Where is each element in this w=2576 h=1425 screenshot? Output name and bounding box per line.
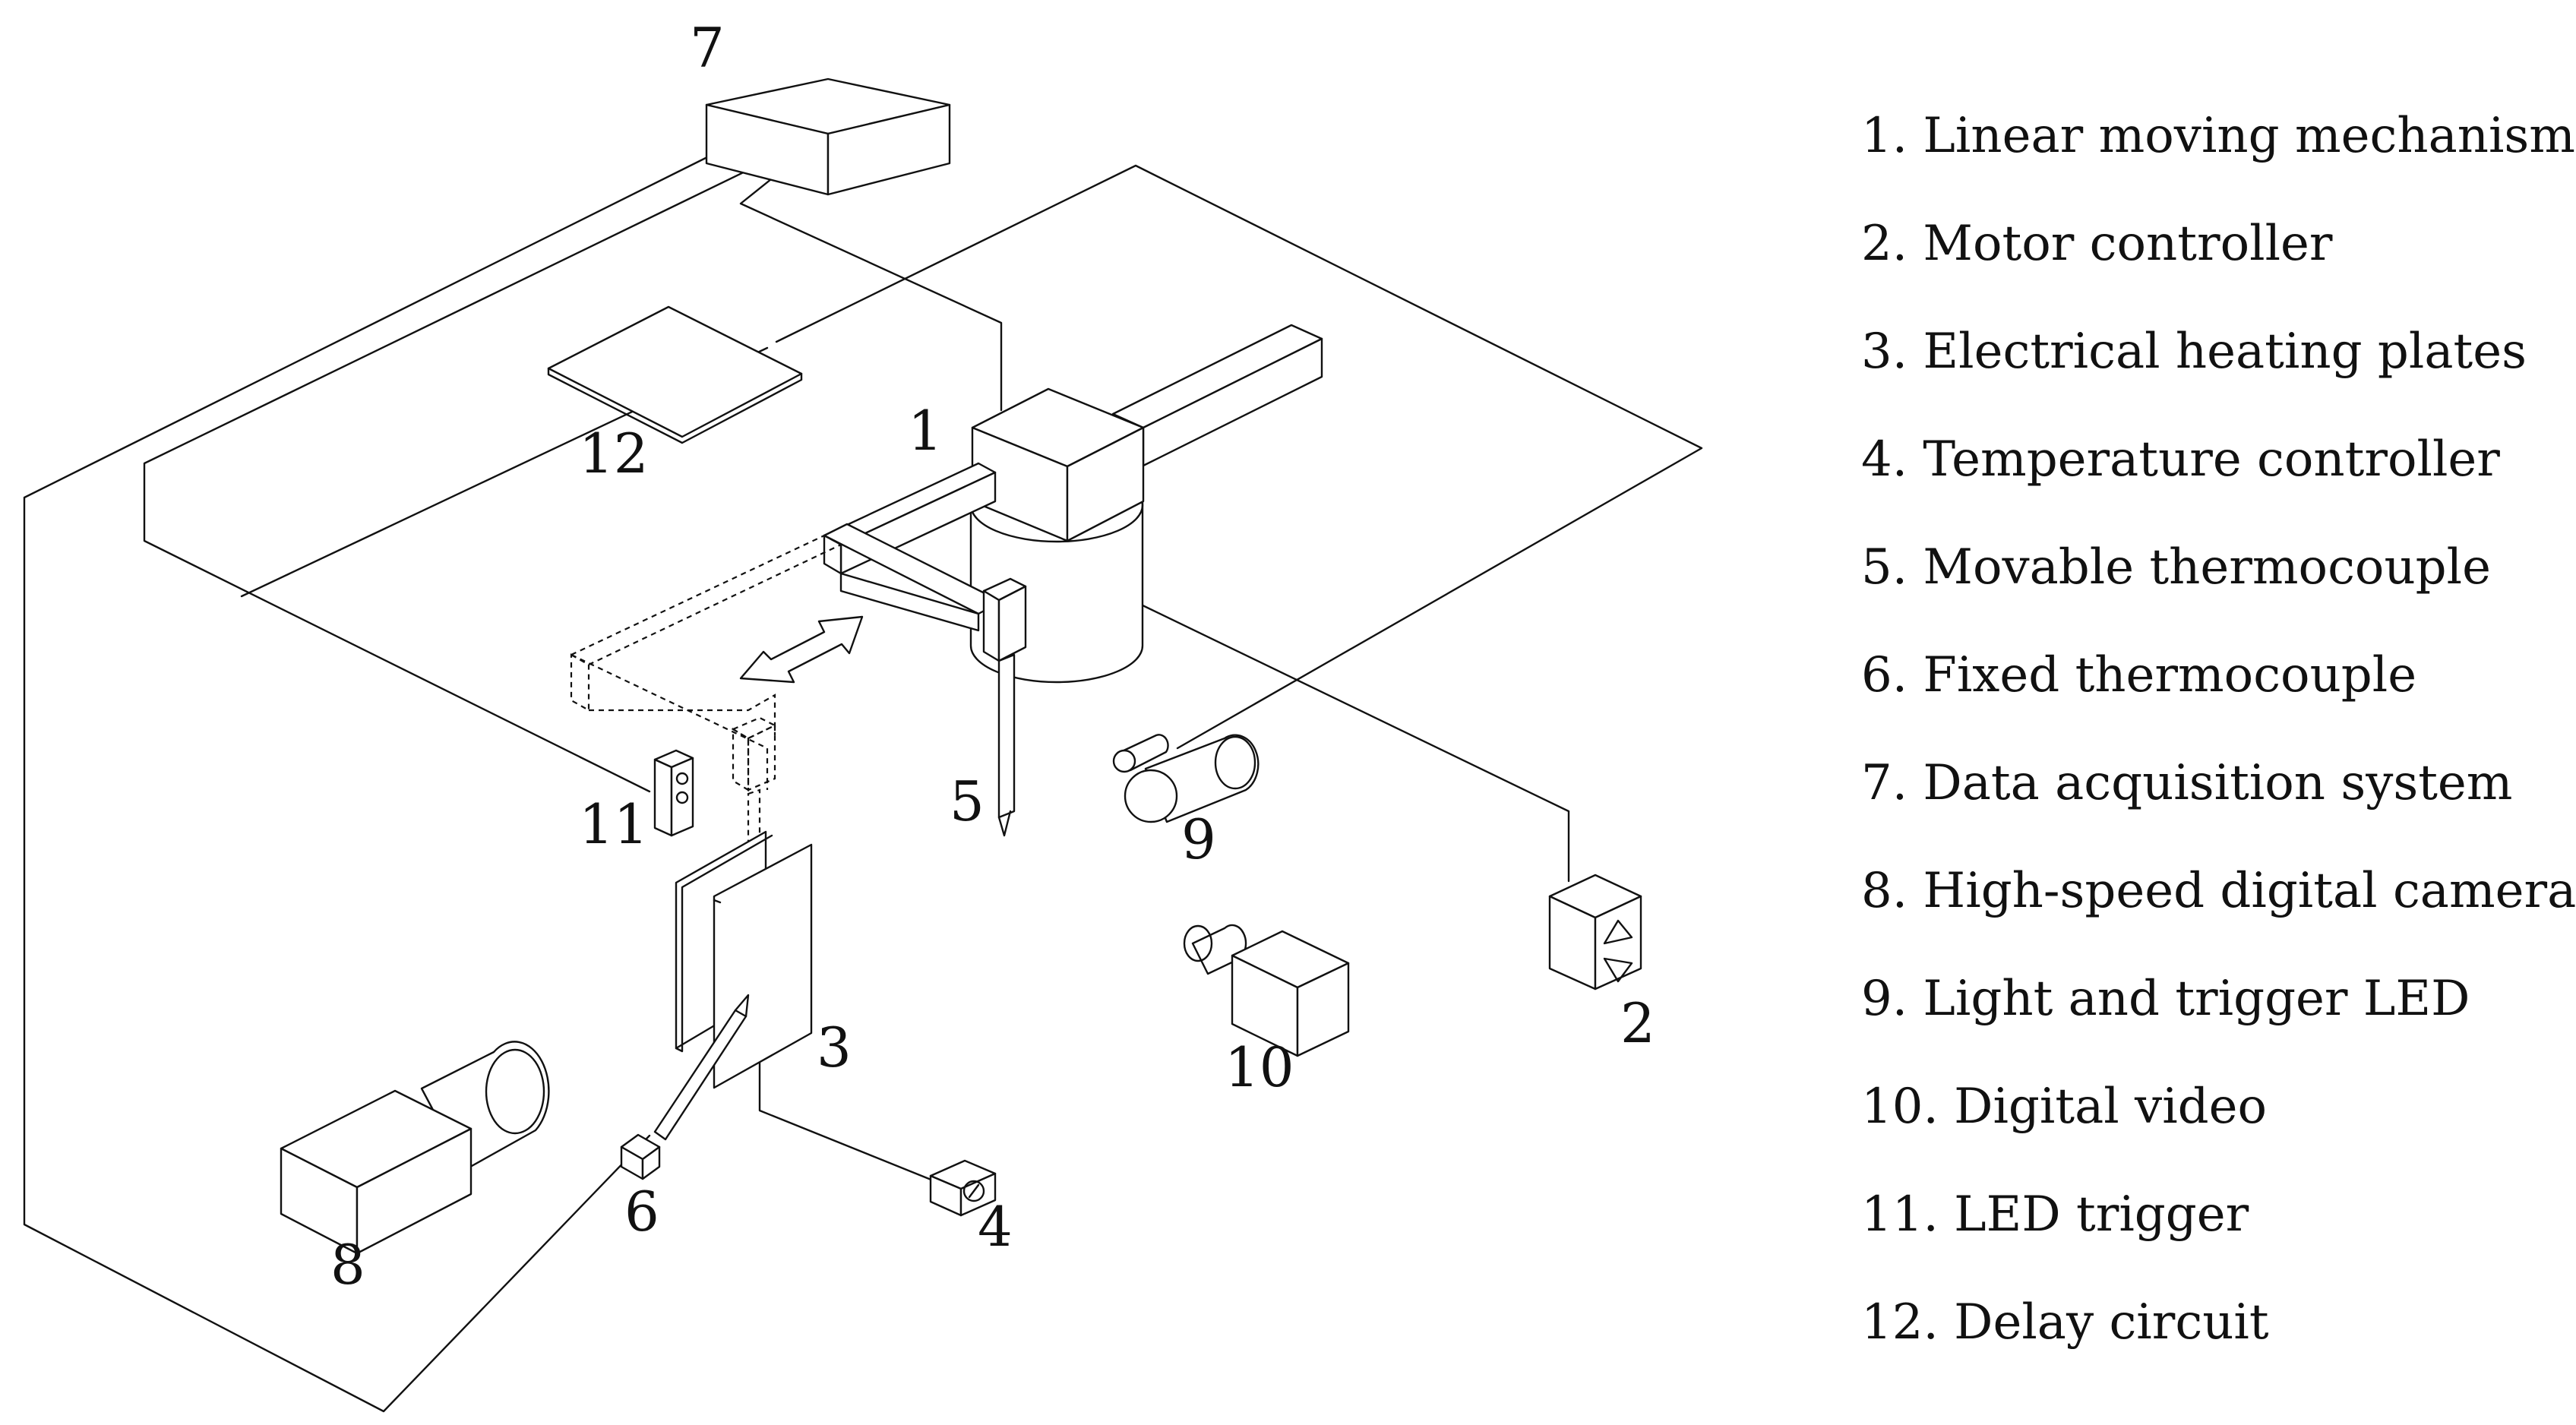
digital-video-camera (1183, 924, 1350, 1057)
callout-11: 11 (579, 792, 649, 856)
motor-controller (1548, 874, 1642, 991)
legend-item: 4. Temperature controller (1861, 431, 2500, 488)
light-and-trigger-led (1112, 734, 1260, 823)
movable-thermocouple-probe (997, 653, 1016, 819)
legend-item: 11. LED trigger (1861, 1186, 2249, 1243)
temperature-controller (929, 1159, 997, 1217)
legend-item: 10. Digital video (1861, 1079, 2268, 1135)
callout-1: 1 (908, 399, 943, 463)
high-speed-camera (280, 1041, 550, 1255)
linear-moving-mechanism (823, 324, 1323, 837)
legend-item: 9. Light and trigger LED (1861, 971, 2470, 1027)
callout-8: 8 (330, 1233, 365, 1297)
wire-daq-to-led-trigger (143, 152, 784, 793)
legend-item: 1. Linear moving mechanism (1861, 108, 2575, 164)
arm-previous-position (569, 534, 843, 964)
fixed-thermocouple (620, 994, 750, 1180)
callout-3: 3 (817, 1016, 852, 1079)
callout-5: 5 (950, 769, 985, 833)
wiring (23, 139, 1703, 1413)
callout-6: 6 (624, 1180, 659, 1243)
led-trigger-device (653, 749, 694, 837)
component-legend: 1. Linear moving mechanism 2. Motor cont… (1861, 82, 2576, 1376)
legend-item: 6. Fixed thermocouple (1861, 647, 2417, 703)
heating-plates (675, 830, 813, 1089)
legend-item: 2. Motor controller (1861, 216, 2333, 272)
legend-item: 12. Delay circuit (1861, 1294, 2269, 1351)
callout-numbers: 1 2 3 4 5 6 7 8 9 10 11 12 (330, 16, 1655, 1297)
callout-10: 10 (1225, 1035, 1294, 1099)
callout-7: 7 (690, 16, 725, 80)
legend-item: 7. Data acquisition system (1861, 755, 2513, 811)
wire-daq-to-movable-thermocouple (739, 160, 1003, 412)
callout-2: 2 (1620, 991, 1655, 1055)
legend-item: 3. Electrical heating plates (1861, 324, 2527, 380)
wire-daq-to-camera (23, 139, 742, 1413)
callout-9: 9 (1181, 807, 1216, 871)
data-acquisition-box (705, 77, 951, 196)
wire-delay-to-light (775, 164, 1703, 750)
legend-item: 5. Movable thermocouple (1861, 539, 2491, 596)
callout-4: 4 (978, 1195, 1013, 1259)
wire-plates-to-temp-controller (758, 1051, 942, 1185)
wire-mechanism-to-motor-controller (1138, 602, 1570, 883)
callout-12: 12 (579, 422, 649, 485)
legend-item: 8. High-speed digital camera (1861, 863, 2576, 919)
motion-arrow (739, 615, 864, 684)
delay-circuit-plate (547, 305, 803, 444)
apparatus-diagram: 1 2 3 4 5 6 7 8 9 10 11 12 (23, 16, 1703, 1413)
